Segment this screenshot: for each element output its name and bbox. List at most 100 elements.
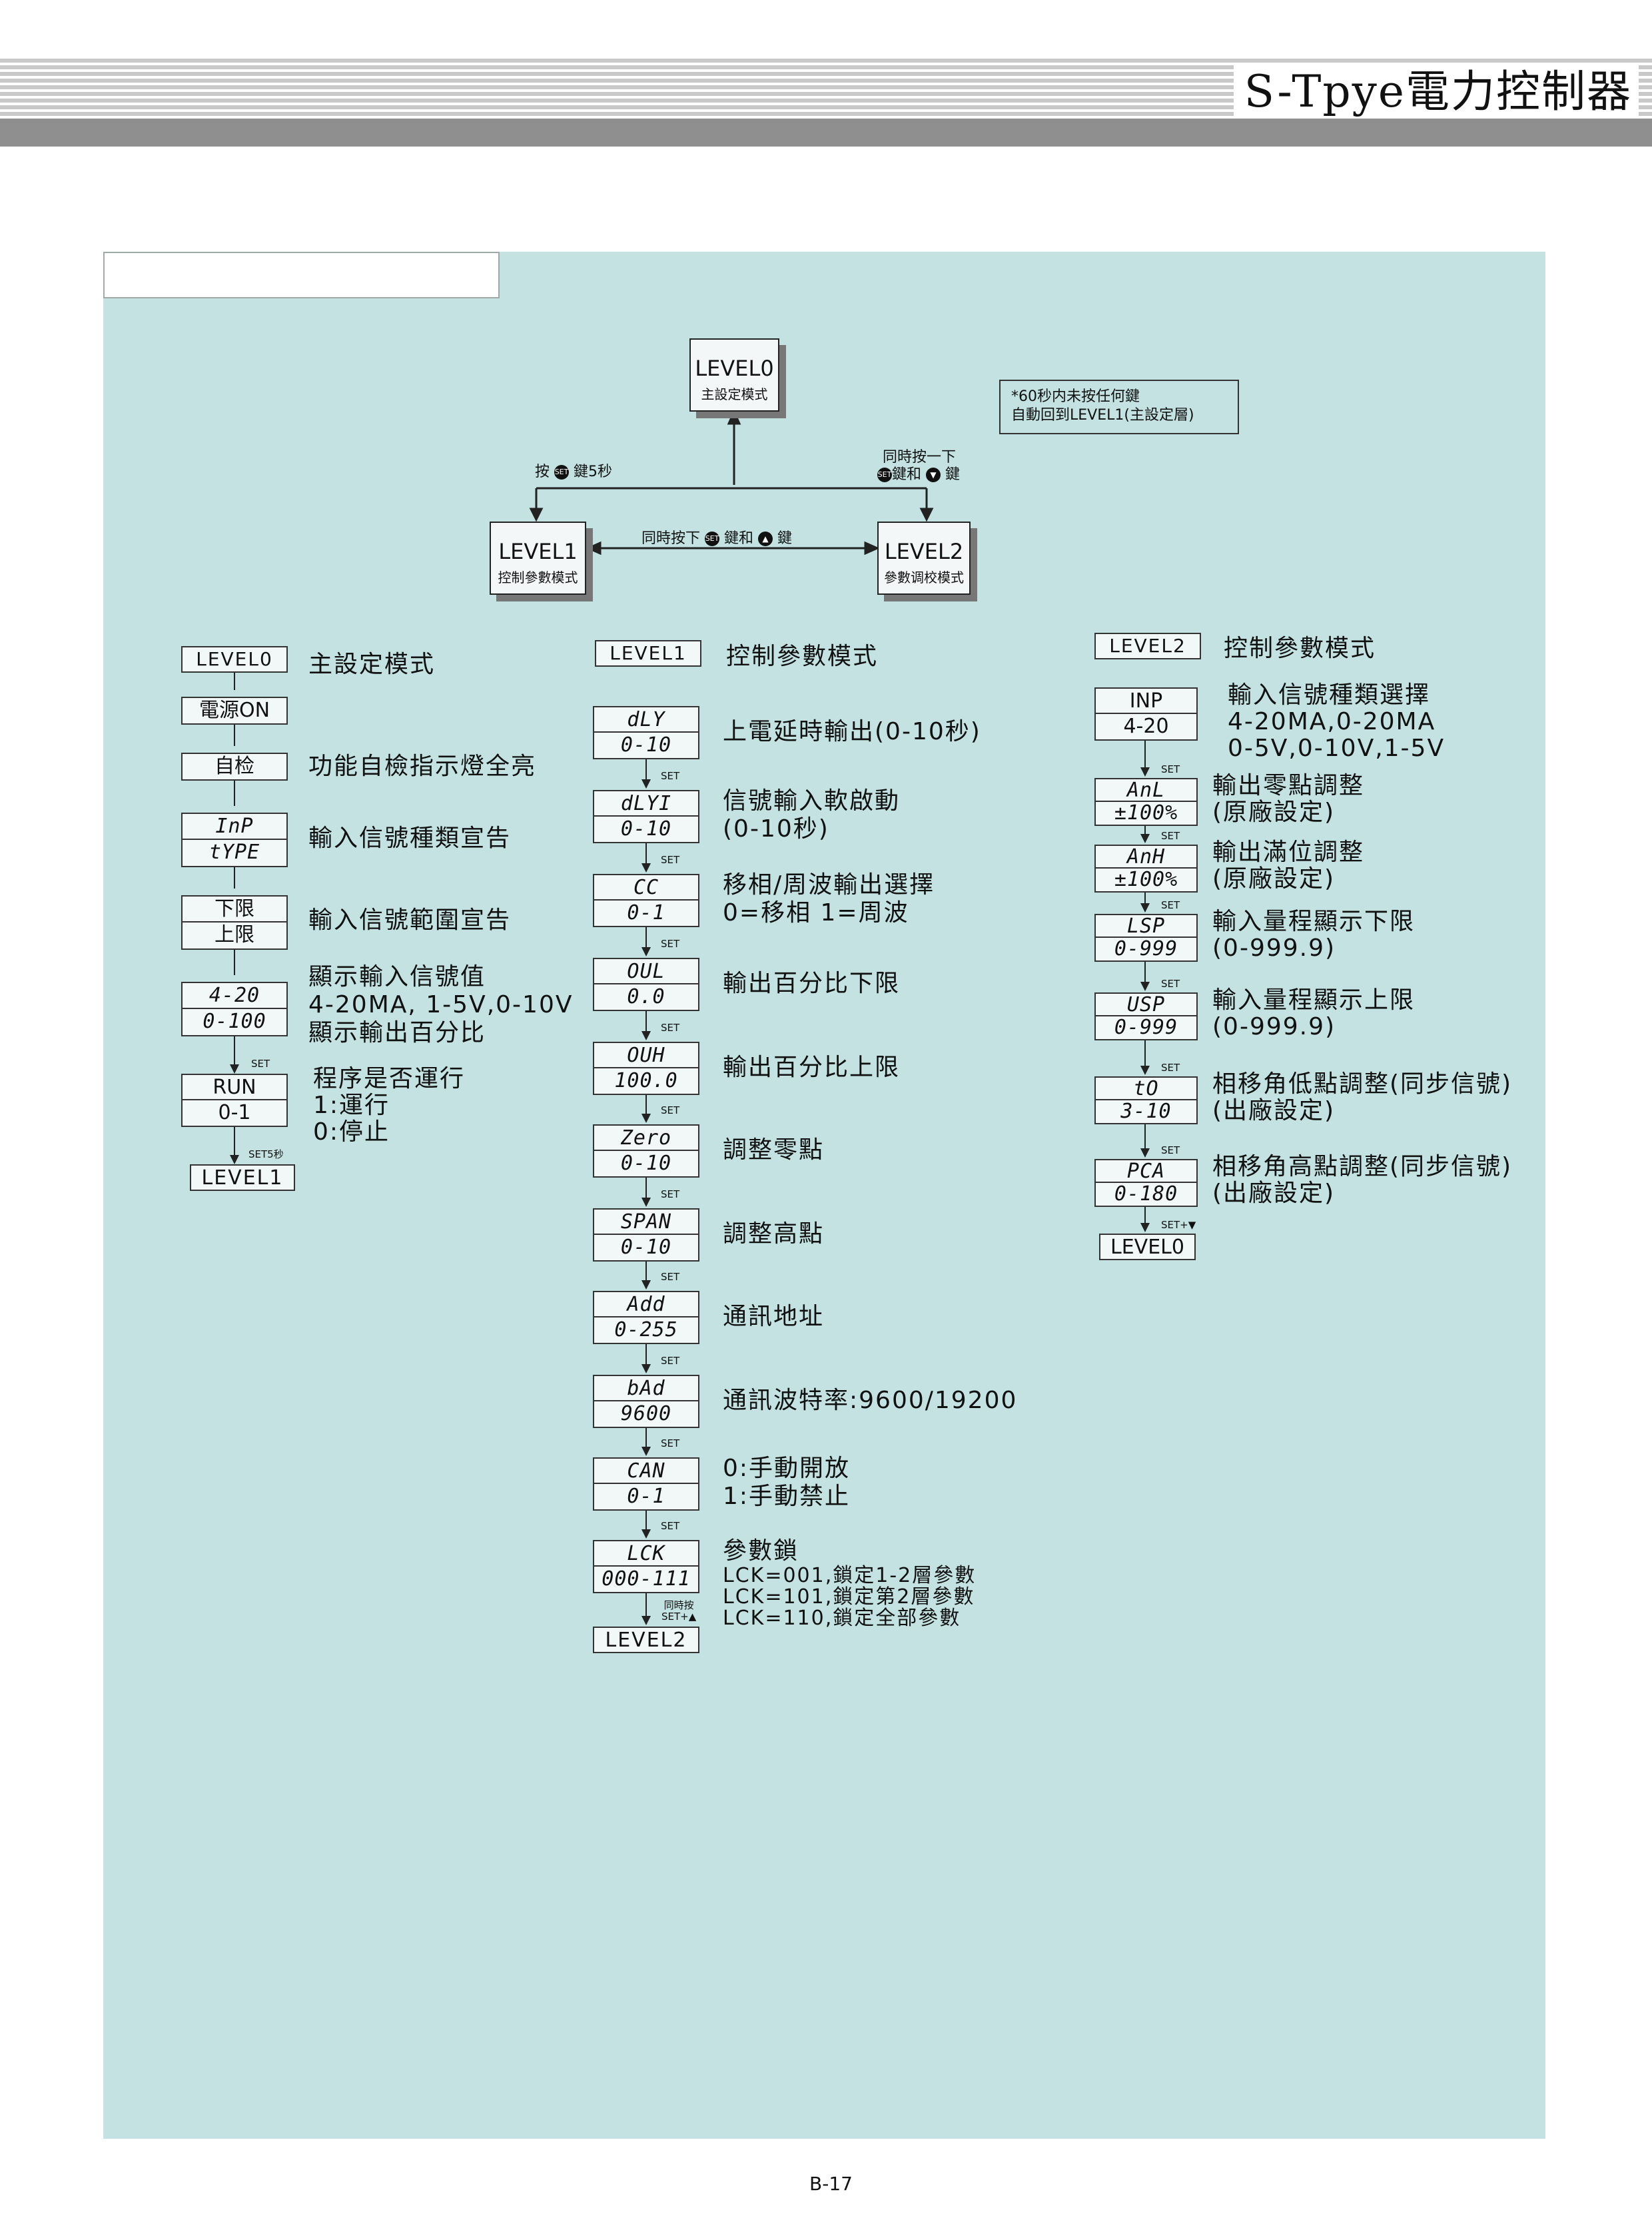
inp-top: InP: [183, 814, 286, 840]
param-box-anh: AnH±100%: [1094, 845, 1198, 893]
param-desc-line: 通訊地址: [723, 1303, 825, 1330]
arrow-down-icon: [1140, 1223, 1150, 1232]
param-desc-line: 相移角低點調整(同步信號): [1212, 1070, 1513, 1098]
run-desc-3: 0:停止: [313, 1118, 390, 1146]
selfcheck-box: 自检: [181, 753, 288, 781]
arrow-down-icon: [1140, 982, 1150, 991]
param-desc-line: 輸出零點調整: [1212, 772, 1365, 799]
left-label-pre: 按: [535, 464, 550, 480]
arrow-down-icon: [1140, 903, 1150, 913]
connector: [645, 1344, 647, 1365]
range-box: 下限 上限: [181, 895, 288, 950]
set-label: SET: [1161, 830, 1180, 842]
connector: [1144, 1040, 1146, 1067]
param-top: Add: [594, 1292, 698, 1317]
set-key-icon: SET: [705, 532, 720, 546]
middle-label-mid: 鍵和: [724, 530, 754, 547]
run-box: RUN 0-1: [181, 1074, 288, 1127]
param-desc-line: 輸出百分比上限: [723, 1054, 901, 1081]
set-label: SET: [661, 1355, 680, 1367]
inp-bottom: tYPE: [208, 841, 260, 864]
arrow-down-icon: [641, 863, 651, 873]
arrow-down-icon: [1140, 1148, 1150, 1158]
middle-label-post: 鍵: [777, 530, 793, 547]
inp-type-box: InP tYPE: [181, 813, 288, 867]
param-desc: 輸出滿位調整(原廠設定): [1212, 839, 1364, 893]
connector: [234, 950, 235, 975]
param-top: Zero: [594, 1126, 698, 1151]
param-desc-line: (0-999.9): [1212, 1013, 1336, 1040]
set-label: SET: [661, 1022, 680, 1034]
param-top: USP: [1096, 994, 1196, 1016]
connector: [645, 927, 647, 948]
connector: [645, 1428, 647, 1448]
col1-caption: 控制參數模式: [726, 643, 879, 670]
connector: [645, 1593, 647, 1617]
up-key-icon: ▲: [758, 532, 773, 546]
arrow-down-icon: [641, 1616, 651, 1625]
col0-head: LEVEL0: [181, 646, 288, 673]
set-label: SET: [661, 1271, 680, 1283]
param-desc-line: 調整高點: [723, 1220, 825, 1248]
param-desc: 輸入量程顯示上限(0-999.9): [1212, 987, 1415, 1040]
param-desc-line: 信號輸入軟啟動: [723, 787, 901, 815]
param-bottom: 0-255: [614, 1318, 678, 1341]
set-label: SET: [1161, 763, 1180, 775]
right-arrow-label: 同時按一下 SET鍵和 ▼ 鍵: [877, 449, 960, 484]
inp-desc: 輸入信號種類宣告: [308, 825, 512, 852]
param-desc-line: (0-10秒): [723, 815, 829, 843]
param-desc-line: 輸出滿位調整: [1212, 839, 1365, 866]
param-top: bAd: [594, 1376, 698, 1401]
power-on-box: 電源ON: [181, 697, 288, 725]
disp-desc: 顯示輸入信號值 4-20MA, 1-5V,0-10V 顯示輸出百分比: [308, 963, 573, 1047]
connector: [645, 1178, 647, 1199]
param-bottom: 000-111: [602, 1567, 691, 1591]
col0-end-level1: LEVEL1: [190, 1164, 295, 1191]
param-top: OUH: [594, 1043, 698, 1068]
disp-desc-1: 顯示輸入信號值: [308, 963, 486, 990]
run-top: RUN: [183, 1075, 286, 1100]
col2-caption: 控制參數模式: [1224, 635, 1376, 662]
param-desc-line: 調整零點: [723, 1136, 825, 1164]
connector: [1144, 893, 1146, 905]
set-label: SET+▼: [1161, 1219, 1196, 1231]
param-box-anl: AnL±100%: [1094, 778, 1198, 826]
param-top: OUL: [594, 959, 698, 984]
set-label: SET: [661, 854, 680, 866]
param-bottom: 0-1: [627, 1485, 665, 1508]
set-key-icon: SET: [554, 465, 570, 480]
connector: [645, 1511, 647, 1531]
param-desc-line: (出廠設定): [1212, 1097, 1336, 1124]
right-label-line1: 同時按一下: [883, 449, 957, 466]
param-desc-line: 0:手動開放: [723, 1455, 851, 1482]
run-bottom: 0-1: [218, 1101, 251, 1124]
param-bottom: 0-1: [627, 901, 665, 925]
param-desc: 輸出百分比上限: [723, 1054, 900, 1082]
disp-top: 4-20: [183, 983, 286, 1009]
level0-box: LEVEL0 主設定模式: [689, 338, 779, 412]
param-bottom: 9600: [620, 1402, 672, 1425]
level2-title: LEVEL2: [884, 539, 964, 564]
connector: [645, 843, 647, 865]
param-desc-line: 輸出百分比下限: [723, 970, 901, 997]
param-desc: 輸出百分比下限: [723, 970, 900, 998]
param-desc-line: 輸入信號種類選擇: [1228, 681, 1431, 709]
arrow-down-icon: [641, 1529, 651, 1539]
range-bottom: 上限: [214, 923, 254, 946]
param-top: AnL: [1096, 779, 1196, 802]
param-desc: 上電延時輸出(0-10秒): [723, 718, 981, 746]
note-line-1: *60秒内未按任何鍵: [1011, 388, 1140, 405]
connector: [645, 1095, 647, 1115]
end-key-label-line: 同時按: [663, 1599, 694, 1611]
connector: [234, 725, 235, 746]
param-bottom: 0-10: [620, 1152, 672, 1175]
